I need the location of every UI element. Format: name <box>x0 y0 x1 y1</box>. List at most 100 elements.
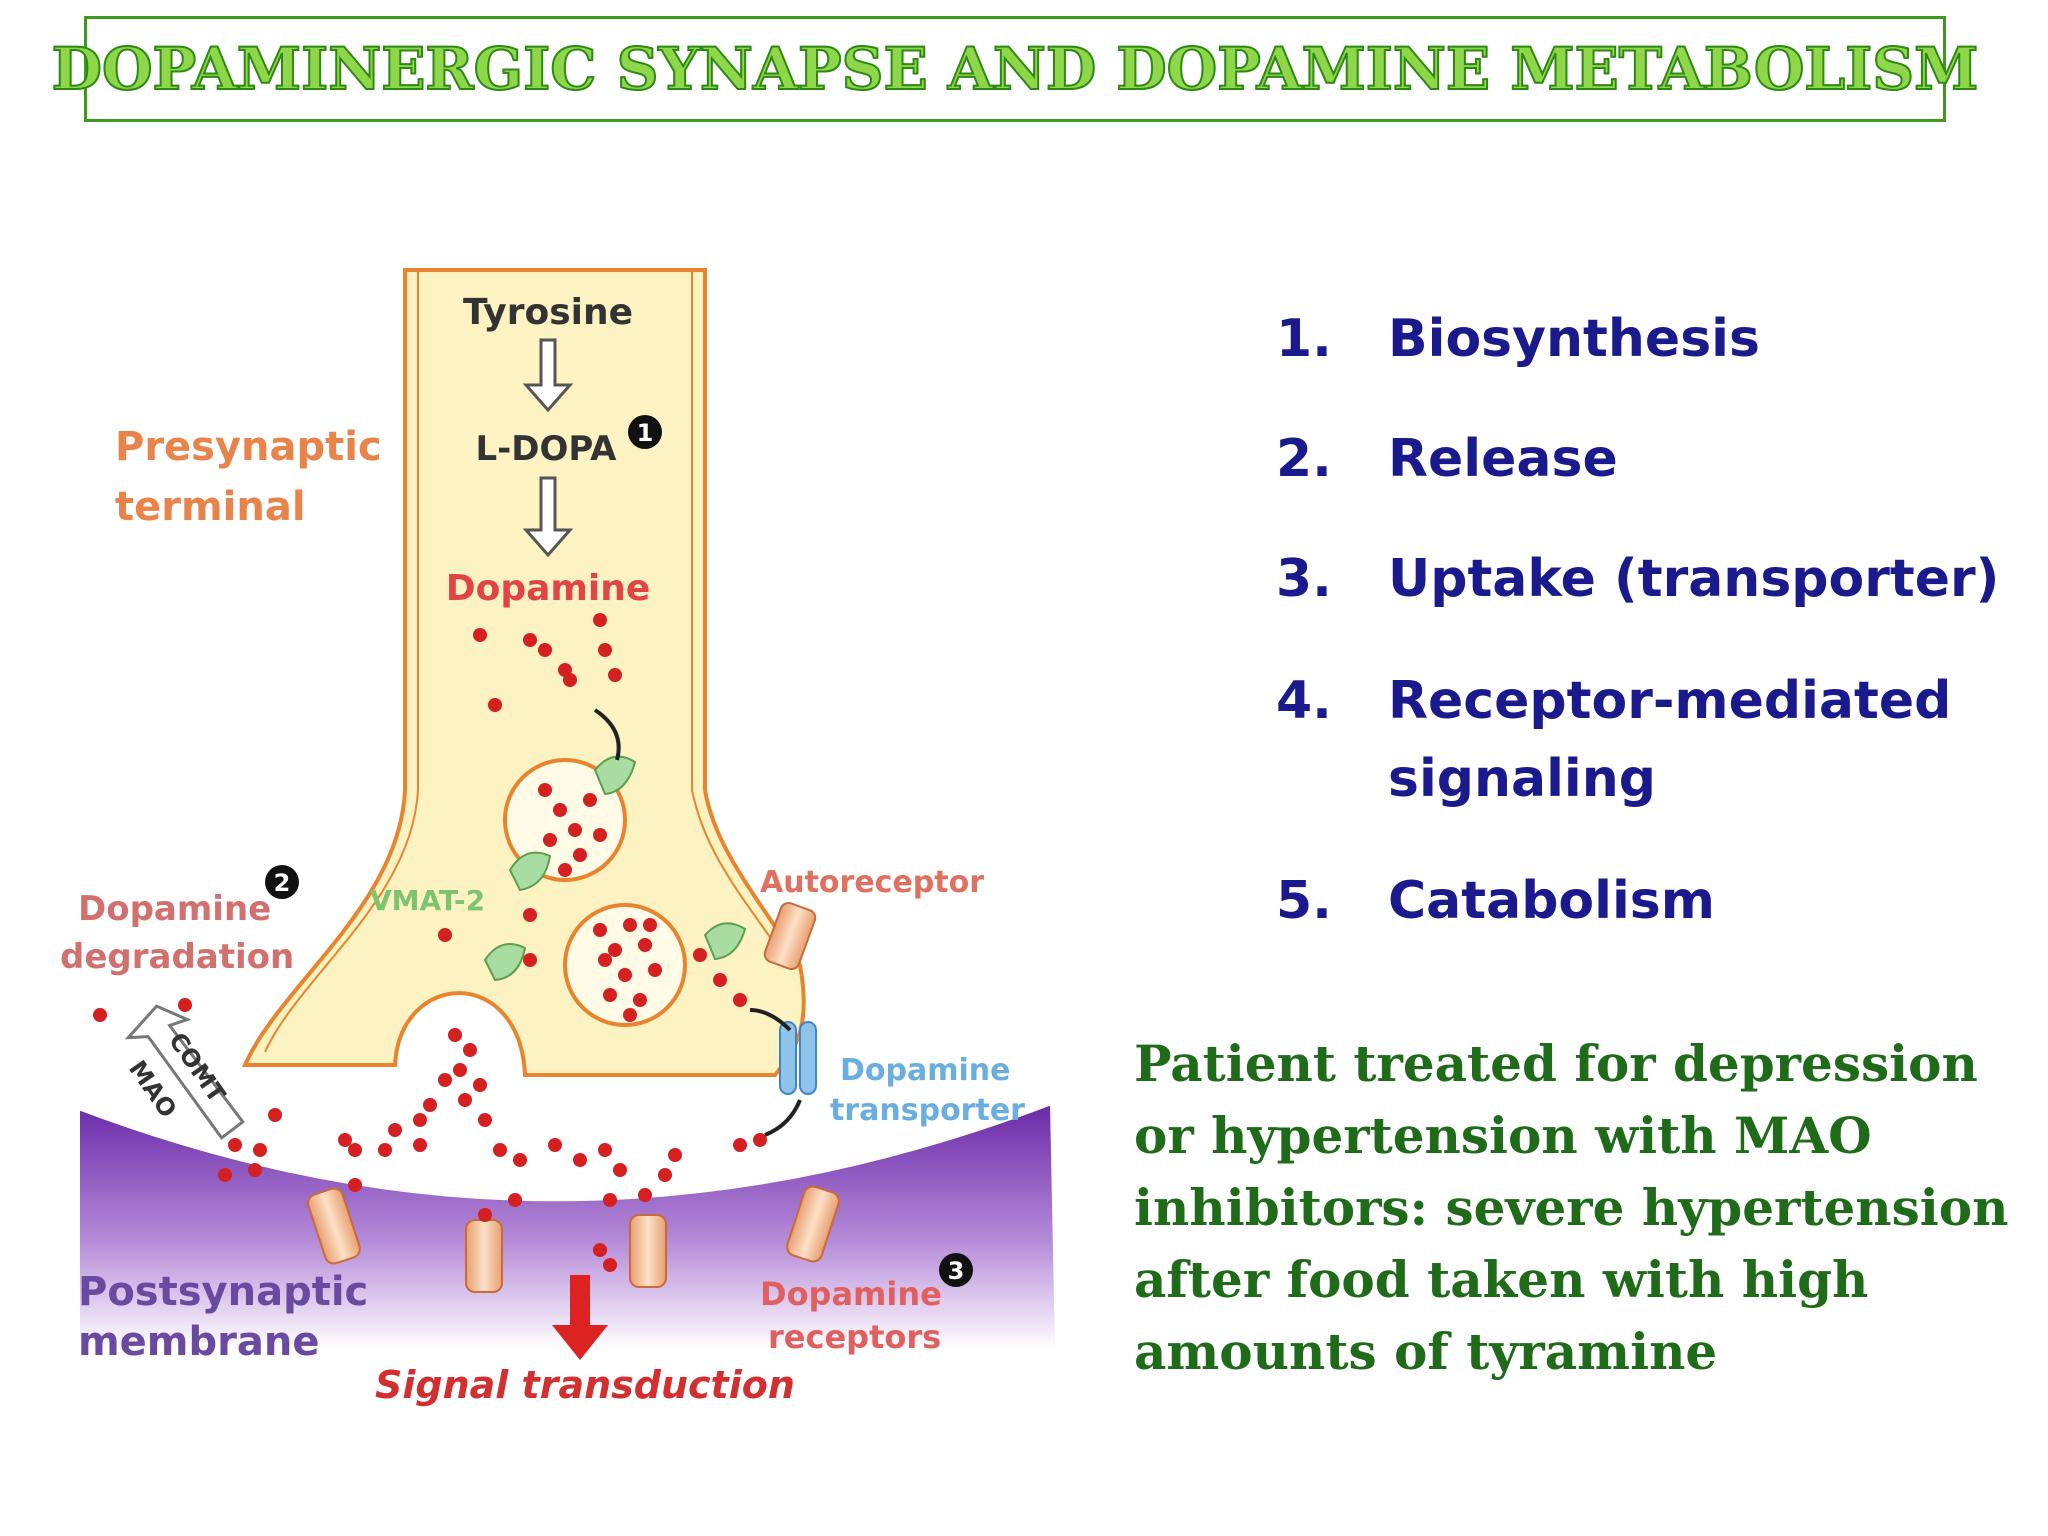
dopamine-molecule <box>598 1143 612 1157</box>
dopamine-molecule <box>623 918 637 932</box>
vmat2-markers <box>483 755 747 982</box>
dopamine-molecule <box>543 833 557 847</box>
autoreceptor-shape <box>763 901 817 971</box>
dopamine-molecule <box>593 828 607 842</box>
vesicle-upper <box>503 758 627 882</box>
badge-1-text: 1 <box>637 419 654 447</box>
dopamine-molecule <box>603 1193 617 1207</box>
dopamine-molecule <box>583 793 597 807</box>
dopamine-molecule <box>508 1193 522 1207</box>
uptake-arrows <box>593 708 802 1137</box>
dopamine-molecule <box>488 698 502 712</box>
page-title: DOPAMINERGIC SYNAPSE AND DOPAMINE METABO… <box>51 34 1980 104</box>
dopamine-molecule <box>633 993 647 1007</box>
dopamine-molecule <box>228 1138 242 1152</box>
label-terminal: terminal <box>115 484 306 530</box>
dopamine-molecule <box>608 668 622 682</box>
label-transporter-1: Dopamine <box>840 1053 1010 1088</box>
dopamine-molecule <box>753 1133 767 1147</box>
badge-2: 2 <box>265 865 299 899</box>
label-vmat2: VMAT-2 <box>370 884 485 917</box>
postsynaptic-membrane <box>80 1105 1055 1350</box>
dopamine-molecule <box>473 628 487 642</box>
dopamine-molecule <box>458 1093 472 1107</box>
process-label: Uptake (transporter) <box>1388 549 2000 609</box>
label-transporter-2: transporter <box>830 1093 1025 1128</box>
dopamine-molecule <box>733 993 747 1007</box>
dopamine-molecule <box>378 1143 392 1157</box>
dopamine-molecule <box>593 1243 607 1257</box>
dopamine-molecule <box>438 1073 452 1087</box>
dopamine-molecule <box>658 1168 672 1182</box>
dopamine-molecule <box>493 1143 507 1157</box>
badge-1: 1 <box>628 415 662 449</box>
dopamine-molecule <box>693 948 707 962</box>
label-ldopa: L-DOPA <box>475 429 617 469</box>
dopamine-molecule <box>473 1078 487 1092</box>
dopamine-molecule <box>523 633 537 647</box>
process-number: 5. <box>1276 871 1332 931</box>
label-degradation-2: degradation <box>60 937 294 977</box>
dopamine-molecule <box>523 953 537 967</box>
dopamine-molecule <box>478 1113 492 1127</box>
synapse-diagram: 1 2 3 Tyrosine L-DOPA Dopamine Presynapt… <box>60 268 1055 1407</box>
title-box: DOPAMINERGIC SYNAPSE AND DOPAMINE METABO… <box>51 16 1979 122</box>
synthesis-arrows <box>522 338 574 558</box>
dopamine-molecule <box>478 1208 492 1222</box>
badge-3-text: 3 <box>948 1257 965 1285</box>
dopamine-molecule <box>563 673 577 687</box>
label-dopamine: Dopamine <box>446 568 651 609</box>
dopamine-molecule <box>93 1008 107 1022</box>
dopamine-molecule <box>638 1188 652 1202</box>
process-number: 1. <box>1276 309 1332 369</box>
process-label: Biosynthesis <box>1388 309 1760 369</box>
label-signal-transduction: Signal transduction <box>375 1363 795 1407</box>
process-number: 4. <box>1276 671 1332 731</box>
dopamine-molecule <box>733 1138 747 1152</box>
dopamine-molecule <box>643 918 657 932</box>
dopamine-molecule <box>553 803 567 817</box>
dopamine-molecule <box>573 1153 587 1167</box>
dopamine-molecule <box>598 953 612 967</box>
dopamine-molecule <box>598 643 612 657</box>
dopamine-transporter-shape <box>779 1021 817 1095</box>
dopamine-molecule <box>603 988 617 1002</box>
dopamine-molecule <box>513 1153 527 1167</box>
dopamine-molecule <box>453 1063 467 1077</box>
process-label: signaling <box>1388 749 1656 809</box>
dopamine-molecule <box>613 1163 627 1177</box>
label-tyrosine: Tyrosine <box>463 292 633 333</box>
dopamine-molecule <box>558 863 572 877</box>
badge-3: 3 <box>939 1253 973 1287</box>
dopamine-molecule <box>448 1028 462 1042</box>
dopamine-molecule <box>638 938 652 952</box>
dopamine-molecule <box>413 1138 427 1152</box>
dopamine-molecule <box>593 923 607 937</box>
signal-arrow <box>552 1275 608 1360</box>
dopamine-molecule <box>548 1138 562 1152</box>
dopamine-molecule <box>668 1148 682 1162</box>
dopamine-molecule <box>603 1258 617 1272</box>
dopamine-molecule <box>523 908 537 922</box>
dopamine-molecule <box>388 1123 402 1137</box>
presynaptic-terminal <box>241 268 806 1077</box>
postsynaptic-receptors <box>307 1185 840 1293</box>
vesicle-lower <box>563 903 687 1027</box>
dopamine-molecule <box>413 1113 427 1127</box>
postsynaptic-membrane-line <box>79 1100 1051 1201</box>
label-postsynaptic: Postsynaptic <box>78 1269 368 1315</box>
process-label: Receptor-mediated <box>1388 671 1952 731</box>
dopamine-molecule <box>348 1143 362 1157</box>
dopamine-molecule <box>713 973 727 987</box>
dopamine-molecule <box>423 1098 437 1112</box>
label-receptors-1: Dopamine <box>760 1275 942 1313</box>
process-label: Catabolism <box>1388 871 1715 931</box>
dopamine-molecule <box>623 1008 637 1022</box>
dopamine-molecule <box>338 1133 352 1147</box>
dopamine-molecule <box>648 963 662 977</box>
dopamine-molecule <box>538 643 552 657</box>
dopamine-molecule <box>438 928 452 942</box>
dopamine-molecule <box>608 943 622 957</box>
dopamine-molecule <box>348 1178 362 1192</box>
dopamine-molecule <box>568 823 582 837</box>
